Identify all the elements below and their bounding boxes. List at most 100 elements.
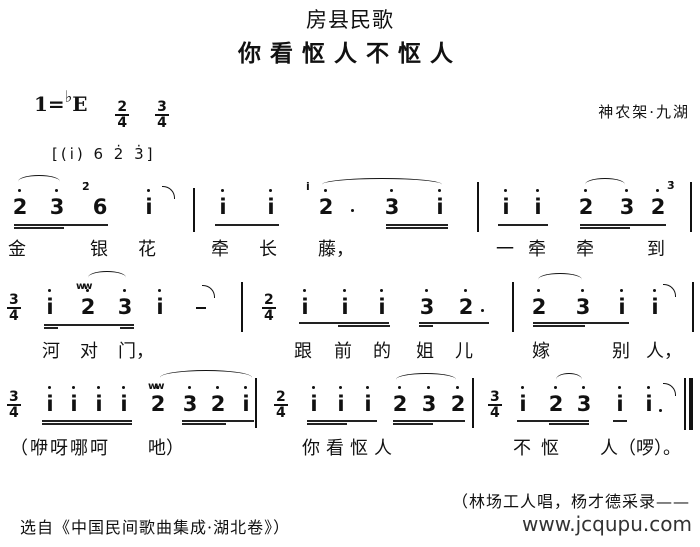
lyric: 花: [138, 239, 156, 260]
note: 3: [117, 289, 133, 318]
note: i: [647, 289, 663, 318]
underline: [182, 423, 226, 425]
note: i: [530, 189, 546, 218]
lyric: 长: [259, 239, 277, 260]
song-origin: 神农架·九湖: [598, 103, 690, 121]
slur: [556, 373, 582, 386]
credit-text: （林场工人唱，杨才德采录——: [451, 492, 690, 511]
grace-note: 3̇: [667, 179, 675, 192]
underline: [613, 420, 627, 422]
underline: [14, 227, 64, 229]
note: i: [498, 189, 514, 218]
barline: [255, 378, 257, 428]
note: 3: [419, 289, 435, 318]
glide-icon: [663, 383, 676, 396]
flat-icon: ♭: [64, 87, 73, 106]
lyric: （咿呀哪呵: [10, 438, 110, 459]
note: 3: [619, 189, 635, 218]
note: i: [215, 189, 231, 218]
lyric: 前: [334, 341, 352, 362]
trill-icon: ww: [76, 281, 93, 292]
lyric: 一: [496, 239, 514, 260]
underline: [14, 224, 108, 226]
dot-icon: [351, 209, 354, 212]
slur: [396, 373, 456, 386]
note: 6: [92, 195, 108, 219]
grace-note: i̇: [306, 180, 310, 193]
note: 3: [384, 189, 400, 218]
lyric: 门，: [118, 341, 154, 362]
underline: [393, 423, 433, 425]
lyric: 河: [42, 341, 60, 362]
note: i: [360, 386, 376, 415]
note: i: [614, 289, 630, 318]
underline: [386, 227, 448, 229]
underline: [517, 420, 589, 422]
final-barline-thick: [689, 378, 693, 430]
note: i: [91, 386, 107, 415]
barline: [241, 282, 243, 332]
underline: [419, 325, 433, 327]
note: i: [641, 386, 657, 415]
dot-icon: [659, 409, 662, 412]
note: i: [66, 386, 82, 415]
lyric: 儿: [455, 341, 473, 362]
note: 2: [531, 289, 547, 318]
barline: [692, 282, 694, 332]
final-barline-thin: [684, 378, 686, 430]
slur: [538, 273, 582, 286]
lyric: 别: [612, 341, 630, 362]
note: 2: [12, 189, 28, 218]
lyric: 的: [373, 341, 391, 362]
note: i: [337, 289, 353, 318]
slur: [585, 178, 625, 191]
lyric: 金: [8, 239, 26, 260]
source-text: 选自《中国民间歌曲集成·湖北卷》）: [20, 518, 291, 537]
note: 3: [575, 289, 591, 318]
note: i: [374, 289, 390, 318]
barline: [690, 182, 692, 232]
note: i: [432, 189, 448, 218]
lyric: 藤，: [318, 239, 354, 260]
slur: [18, 175, 60, 188]
note: i: [42, 386, 58, 415]
underline: [393, 420, 465, 422]
lyric: 嫁: [532, 341, 550, 362]
note: 2: [392, 386, 408, 415]
lyric: 人（啰）。: [600, 438, 681, 459]
note: 3: [182, 386, 198, 415]
underline: [42, 423, 132, 425]
lyric: 跟: [294, 341, 312, 362]
slur: [88, 271, 126, 284]
lyric: 牵: [576, 239, 594, 260]
note: i: [306, 386, 322, 415]
underline: [338, 325, 390, 327]
note: 2: [318, 189, 334, 218]
intro-notation: [(i̇) 6 2̇ 3̇]: [52, 145, 156, 163]
glide-icon: [202, 285, 215, 298]
underline: [533, 325, 585, 327]
note: 3: [421, 386, 437, 415]
underline: [533, 322, 629, 324]
underline: [386, 224, 448, 226]
note: 2: [150, 386, 166, 415]
barline: [477, 182, 479, 232]
note: 2: [458, 289, 474, 318]
note: i: [333, 386, 349, 415]
lyric: 到: [647, 239, 665, 260]
extension-dash: [196, 307, 206, 309]
underline: [42, 420, 132, 422]
note: i: [297, 289, 313, 318]
lyric: 银: [90, 239, 108, 260]
note: i: [116, 386, 132, 415]
lyric: 不怄: [513, 438, 569, 459]
underline: [580, 227, 630, 229]
lyric: 牵: [528, 239, 546, 260]
glide-icon: [162, 186, 175, 199]
